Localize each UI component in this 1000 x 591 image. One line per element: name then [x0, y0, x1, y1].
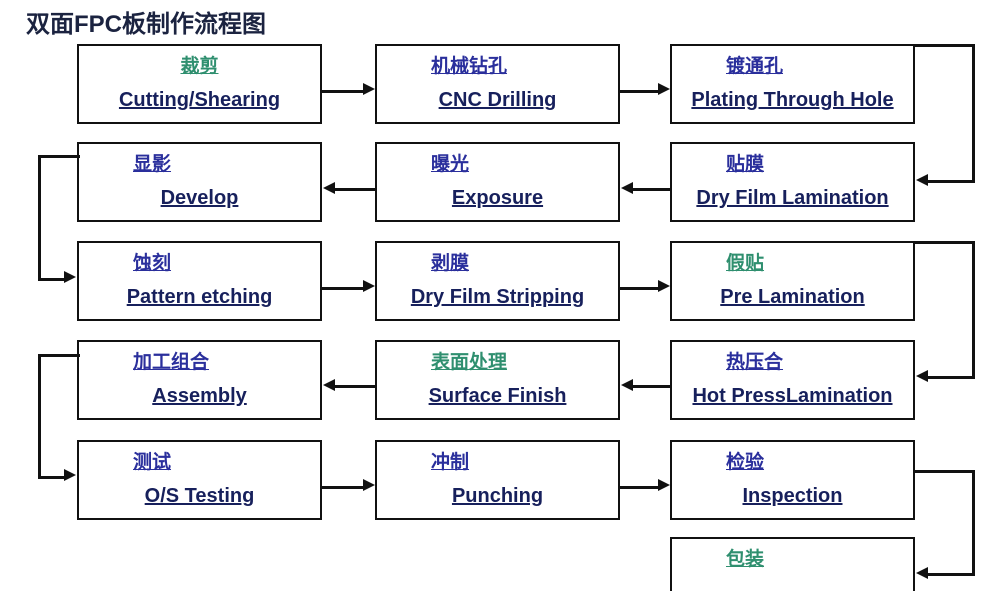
node-pre-lamination-cn: 假贴 [726, 253, 765, 274]
node-develop-cn: 显影 [133, 154, 172, 175]
node-dry-film-stripping-en: Dry Film Stripping [410, 286, 585, 308]
node-exposure-en: Exposure [451, 187, 544, 209]
node-os-testing[interactable]: 测试 O/S Testing [77, 440, 322, 520]
node-dry-film-lamination-en: Dry Film Lamination [696, 187, 889, 209]
connector-prelam-down-v [972, 241, 975, 378]
node-cutting-cn: 裁剪 [180, 56, 219, 77]
node-punching-cn: 冲制 [431, 452, 470, 473]
node-cutting-en: Cutting/Shearing [118, 89, 281, 111]
connector-cutting-to-cnc [322, 90, 364, 93]
arrow-dryfilmlam-to-exposure [621, 182, 633, 194]
node-dry-film-stripping-cn: 剥膜 [431, 253, 470, 274]
node-pre-lamination[interactable]: 假贴 Pre Lamination [670, 241, 915, 321]
node-inspection-cn: 检验 [726, 452, 765, 473]
arrow-ostest-to-punching [363, 479, 375, 491]
node-plating-en: Plating Through Hole [691, 89, 894, 111]
node-plating[interactable]: 镀通孔 Plating Through Hole [670, 44, 915, 124]
node-exposure-cn: 曝光 [431, 154, 470, 175]
arrow-inspection-to-packing [916, 567, 928, 579]
arrow-cutting-to-cnc [363, 83, 375, 95]
connector-inspection-down-h2 [928, 573, 975, 576]
node-exposure[interactable]: 曝光 Exposure [375, 142, 620, 222]
node-cutting[interactable]: 裁剪 Cutting/Shearing [77, 44, 322, 124]
connector-assembly-down-h1 [38, 354, 80, 357]
arrow-strip-to-prelam [658, 280, 670, 292]
node-pattern-etching-en: Pattern etching [126, 286, 273, 308]
arrow-punching-to-inspection [658, 479, 670, 491]
arrow-prelam-to-hotpress [916, 370, 928, 382]
connector-strip-to-prelam [620, 287, 659, 290]
connector-cnc-to-plating [620, 90, 659, 93]
node-hot-press-lamination-en: Hot PressLamination [692, 385, 893, 407]
node-assembly-en: Assembly [152, 385, 247, 407]
node-surface-finish-en: Surface Finish [428, 385, 567, 407]
connector-prelam-down-h1 [913, 241, 975, 244]
node-plating-cn: 镀通孔 [726, 56, 784, 77]
node-inspection[interactable]: 检验 Inspection [670, 440, 915, 520]
arrow-hotpress-to-surface [621, 379, 633, 391]
node-os-testing-cn: 测试 [133, 452, 172, 473]
arrow-develop-to-pattern-etching [64, 271, 76, 283]
connector-assembly-down-h2 [38, 476, 65, 479]
connector-assembly-down-v [38, 354, 41, 478]
node-packing[interactable]: 包装 [670, 537, 915, 591]
node-inspection-en: Inspection [742, 485, 843, 507]
node-hot-press-lamination-cn: 热压合 [726, 352, 784, 373]
connector-exposure-to-develop [335, 188, 375, 191]
connector-develop-down-h2 [38, 278, 65, 281]
connector-develop-down-h1 [38, 155, 80, 158]
node-dry-film-lamination[interactable]: 贴膜 Dry Film Lamination [670, 142, 915, 222]
node-punching-en: Punching [451, 485, 544, 507]
node-surface-finish[interactable]: 表面处理 Surface Finish [375, 340, 620, 420]
connector-dryfilmlam-to-exposure [633, 188, 670, 191]
connector-punching-to-inspection [620, 486, 659, 489]
node-dry-film-lamination-cn: 贴膜 [726, 154, 765, 175]
node-cnc-drilling[interactable]: 机械钻孔 CNC Drilling [375, 44, 620, 124]
node-pre-lamination-en: Pre Lamination [720, 286, 865, 308]
arrow-surface-to-assembly [323, 379, 335, 391]
arrow-cnc-to-plating [658, 83, 670, 95]
node-assembly[interactable]: 加工组合 Assembly [77, 340, 322, 420]
connector-develop-down-v [38, 155, 41, 280]
node-packing-cn: 包装 [726, 549, 765, 570]
connector-plating-down-h1 [913, 44, 975, 47]
connector-plating-down-v [972, 44, 975, 182]
node-develop[interactable]: 显影 Develop [77, 142, 322, 222]
node-pattern-etching[interactable]: 蚀刻 Pattern etching [77, 241, 322, 321]
connector-prelam-down-h2 [928, 376, 975, 379]
node-develop-en: Develop [160, 187, 239, 209]
node-cnc-drilling-cn: 机械钻孔 [431, 56, 508, 77]
page-title: 双面FPC板制作流程图 [26, 11, 266, 38]
connector-hotpress-to-surface [633, 385, 670, 388]
connector-etch-to-strip [322, 287, 364, 290]
connector-inspection-down-v [972, 470, 975, 575]
node-assembly-cn: 加工组合 [133, 352, 210, 373]
node-punching[interactable]: 冲制 Punching [375, 440, 620, 520]
node-pattern-etching-cn: 蚀刻 [133, 253, 172, 274]
connector-plating-down-h2 [928, 180, 975, 183]
arrow-plating-to-dry-film-lam [916, 174, 928, 186]
node-hot-press-lamination[interactable]: 热压合 Hot PressLamination [670, 340, 915, 420]
node-cnc-drilling-en: CNC Drilling [438, 89, 557, 111]
node-os-testing-en: O/S Testing [144, 485, 255, 507]
node-dry-film-stripping[interactable]: 剥膜 Dry Film Stripping [375, 241, 620, 321]
connector-inspection-down-h1 [913, 470, 975, 473]
arrow-etch-to-strip [363, 280, 375, 292]
arrow-assembly-to-os-testing [64, 469, 76, 481]
connector-surface-to-assembly [335, 385, 375, 388]
node-surface-finish-cn: 表面处理 [431, 352, 508, 373]
arrow-exposure-to-develop [323, 182, 335, 194]
connector-ostest-to-punching [322, 486, 364, 489]
